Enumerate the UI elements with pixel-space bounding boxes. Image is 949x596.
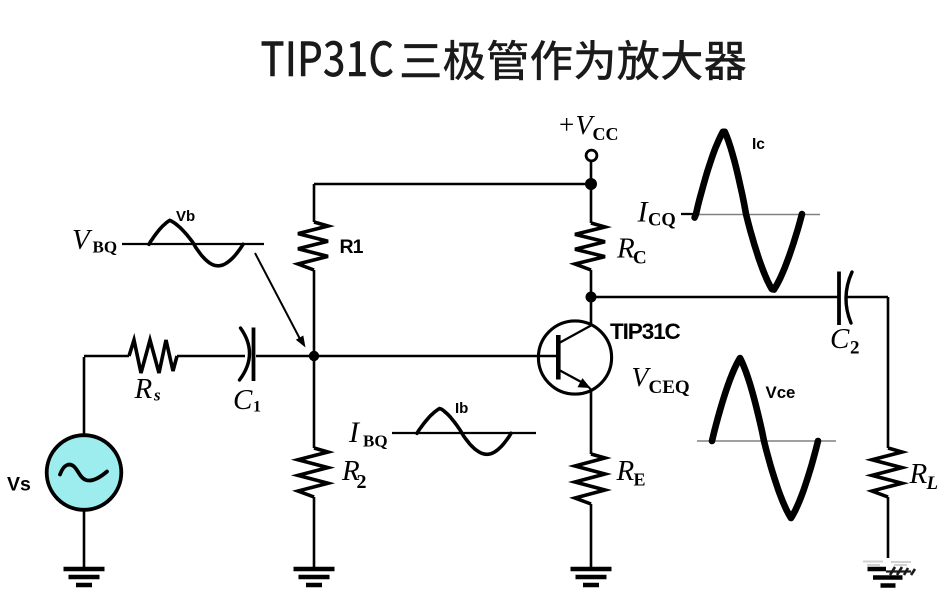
- svg-text:R: R: [341, 455, 360, 487]
- svg-text:V: V: [576, 109, 596, 140]
- svg-text:C: C: [233, 384, 253, 416]
- svg-text:L: L: [926, 473, 939, 494]
- svg-text:R: R: [616, 455, 635, 487]
- svg-text:BQ: BQ: [363, 432, 388, 451]
- svg-text:Ib: Ib: [455, 400, 468, 417]
- svg-text:Vce: Vce: [766, 383, 796, 402]
- svg-text:CQ: CQ: [648, 211, 676, 231]
- svg-text:CC: CC: [593, 124, 619, 144]
- svg-text:CEQ: CEQ: [649, 377, 690, 398]
- svg-text:V: V: [72, 224, 93, 256]
- svg-text:Ic: Ic: [752, 136, 765, 153]
- svg-text:1: 1: [253, 399, 261, 416]
- svg-text:s: s: [153, 386, 161, 405]
- svg-text:BQ: BQ: [93, 238, 118, 257]
- svg-text:E: E: [634, 470, 646, 490]
- svg-text:+: +: [559, 110, 574, 140]
- svg-text:Vs: Vs: [7, 474, 31, 496]
- svg-text:R: R: [616, 233, 635, 265]
- svg-text:2: 2: [357, 471, 367, 493]
- svg-text:I: I: [348, 416, 361, 449]
- svg-text:TIP31C: TIP31C: [610, 319, 681, 344]
- svg-text:R: R: [909, 458, 928, 490]
- svg-text:I: I: [637, 196, 650, 229]
- svg-text:C: C: [633, 248, 647, 269]
- svg-text:V: V: [632, 361, 652, 392]
- svg-text:C: C: [830, 323, 850, 355]
- svg-text:Vb: Vb: [176, 208, 195, 225]
- svg-text:R1: R1: [340, 236, 364, 258]
- svg-text:2: 2: [850, 338, 860, 359]
- svg-text:R: R: [134, 373, 153, 405]
